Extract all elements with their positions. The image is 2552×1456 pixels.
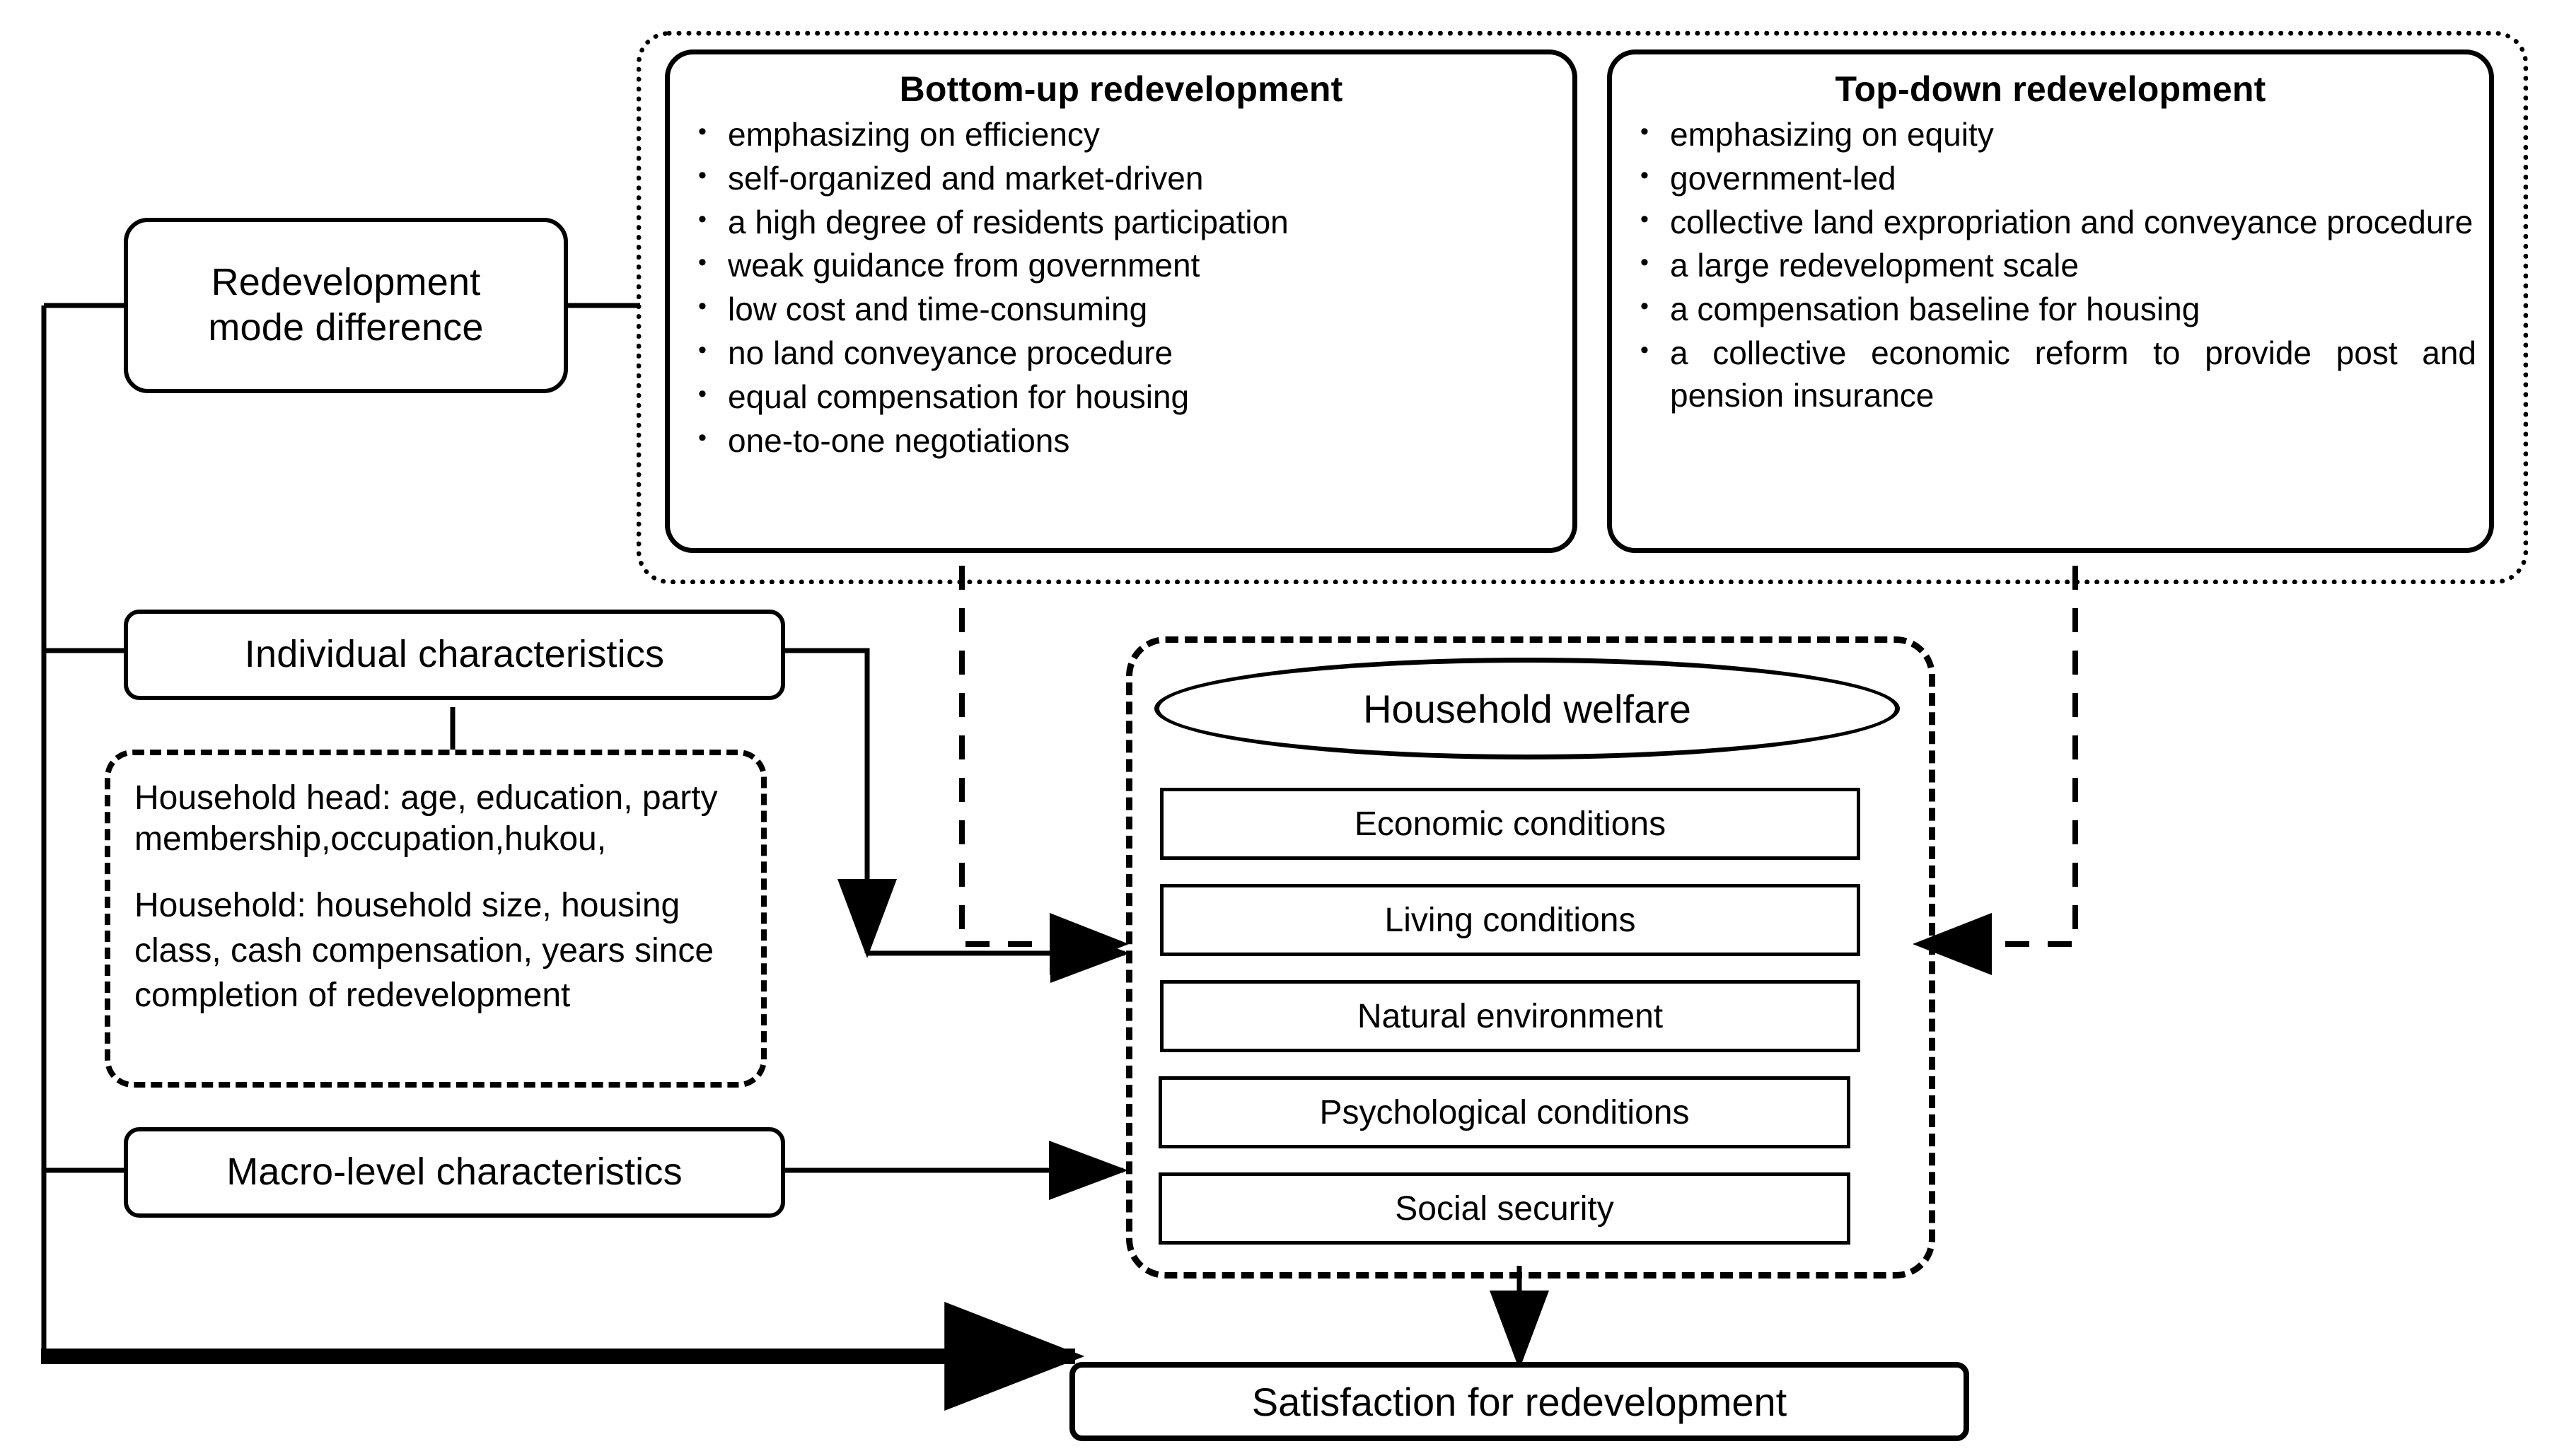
household-welfare-wrapper [1126, 636, 1935, 1279]
list-item: a large redevelopment scale [1625, 243, 2476, 287]
node-label: Macro-level characteristics [226, 1151, 683, 1194]
list-item: emphasizing on equity [1625, 112, 2476, 156]
list-item: emphasizing on efficiency [683, 112, 1560, 156]
node-label: Redevelopment mode difference [208, 261, 484, 349]
list-item: low cost and time-consuming [683, 287, 1560, 331]
list-item: a high degree of residents participation [683, 200, 1560, 244]
list-item: a collective economic reform to provide … [1625, 331, 2476, 417]
detail-paragraph-household: Household: household size, housing class… [134, 887, 714, 1014]
welfare-dimension-psychological[interactable]: Psychological conditions [1159, 1076, 1850, 1148]
household-welfare-ellipse[interactable]: Household welfare [1154, 658, 1900, 759]
mode-card-bottom-up[interactable]: Bottom-up redevelopment emphasizing on e… [665, 49, 1577, 553]
top-down-to-welfare [1913, 566, 2078, 975]
list-item: collective land expropriation and convey… [1625, 200, 2476, 244]
redevelopment-mode-wrapper [637, 31, 2528, 584]
list-item: no land conveyance procedure [683, 331, 1560, 375]
mode-card-list: emphasizing on efficiency self-organized… [683, 112, 1560, 462]
individual-detail-text: Household head: age, education, party me… [113, 762, 750, 1066]
detail-paragraph-head: Household head: age, education, party me… [134, 779, 718, 858]
list-item: government-led [1625, 156, 2476, 200]
list-item: self-organized and market-driven [683, 156, 1560, 200]
list-item: one-to-one negotiations [683, 419, 1560, 462]
node-individual-characteristics[interactable]: Individual characteristics [124, 610, 785, 700]
welfare-dimension-label: Living conditions [1384, 901, 1636, 939]
welfare-dimension-label: Natural environment [1357, 997, 1664, 1035]
node-macro-level-characteristics[interactable]: Macro-level characteristics [124, 1127, 785, 1218]
welfare-dimension-label: Psychological conditions [1319, 1093, 1690, 1131]
individual-detail-wrapper [105, 750, 767, 1088]
household-welfare-title: Household welfare [1363, 686, 1691, 731]
mode-card-title: Top-down redevelopment [1835, 69, 2266, 109]
node-satisfaction-for-redevelopment[interactable]: Satisfaction for redevelopment [1069, 1362, 1969, 1441]
node-label: Individual characteristics [244, 633, 665, 676]
welfare-dimension-economic[interactable]: Economic conditions [1160, 788, 1860, 860]
mode-card-title: Bottom-up redevelopment [899, 69, 1343, 109]
list-item: a compensation baseline for housing [1625, 287, 2476, 331]
welfare-dimension-natural[interactable]: Natural environment [1160, 980, 1860, 1052]
bottom-up-to-welfare [959, 566, 1129, 975]
welfare-dimension-living[interactable]: Living conditions [1160, 884, 1860, 956]
mode-card-top-down[interactable]: Top-down redevelopment emphasizing on eq… [1607, 49, 2494, 553]
welfare-dimension-label: Social security [1395, 1189, 1614, 1228]
welfare-dimension-label: Economic conditions [1354, 805, 1666, 843]
list-item: weak guidance from government [683, 243, 1560, 287]
mode-card-list: emphasizing on equity government-led col… [1625, 112, 2476, 417]
welfare-dimension-social-security[interactable]: Social security [1159, 1172, 1850, 1245]
node-redevelopment-mode-difference[interactable]: Redevelopment mode difference [124, 218, 568, 393]
list-item: equal compensation for housing [683, 375, 1560, 419]
individual-to-welfare [785, 648, 1130, 983]
node-label: Satisfaction for redevelopment [1251, 1379, 1787, 1424]
